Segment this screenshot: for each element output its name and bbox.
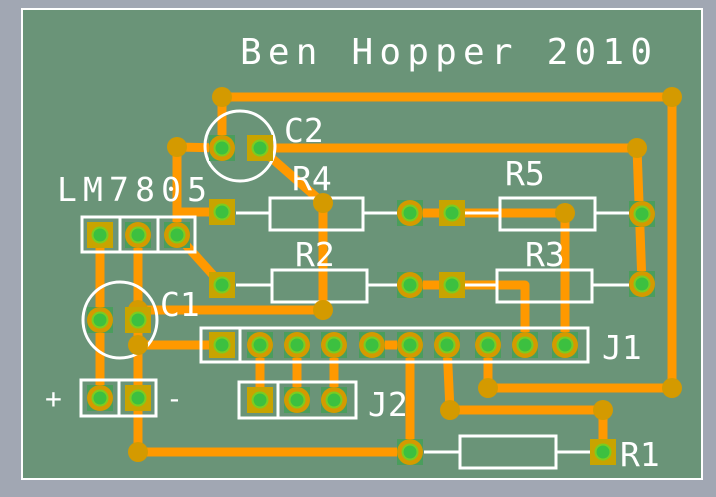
via xyxy=(167,137,187,157)
label-c2: C2 xyxy=(284,111,324,150)
round-pad xyxy=(397,332,423,358)
square-pad xyxy=(439,200,465,226)
r2-outline xyxy=(236,268,398,304)
r1-outline xyxy=(424,434,590,470)
label-r3: R3 xyxy=(525,235,565,274)
label-j2: J2 xyxy=(368,385,408,424)
round-pad xyxy=(125,222,151,248)
square-pad xyxy=(87,222,113,248)
round-pad xyxy=(434,332,460,358)
pads xyxy=(87,87,682,465)
j2-outline xyxy=(237,380,358,420)
label-c1: C1 xyxy=(160,285,200,324)
j1-outline xyxy=(199,326,590,364)
square-pad xyxy=(125,307,151,333)
board-title: Ben Hopper 2010 xyxy=(240,32,652,73)
round-pad xyxy=(475,332,501,358)
via xyxy=(478,378,498,398)
via xyxy=(440,400,460,420)
square-pad xyxy=(247,135,273,161)
label-r2: R2 xyxy=(295,235,335,274)
round-pad xyxy=(209,135,235,161)
square-pad xyxy=(439,272,465,298)
via xyxy=(555,203,575,223)
square-pad xyxy=(125,385,151,411)
round-pad xyxy=(284,332,310,358)
c1-outline xyxy=(81,280,159,360)
silkscreen xyxy=(79,109,630,470)
round-pad xyxy=(512,332,538,358)
via xyxy=(593,400,613,420)
via xyxy=(627,138,647,158)
trace xyxy=(442,340,608,457)
via xyxy=(128,442,148,462)
via xyxy=(128,335,148,355)
round-pad xyxy=(397,439,423,465)
round-pad xyxy=(397,200,423,226)
r5-outline xyxy=(465,196,630,232)
square-pad xyxy=(209,199,235,225)
round-pad xyxy=(87,307,113,333)
square-pad xyxy=(247,387,273,413)
label-minus: - xyxy=(166,382,183,415)
round-pad xyxy=(629,201,655,227)
round-pad xyxy=(552,332,578,358)
label-r4: R4 xyxy=(292,159,332,198)
round-pad xyxy=(321,332,347,358)
via xyxy=(313,193,333,213)
round-pad xyxy=(247,332,273,358)
square-pad xyxy=(209,272,235,298)
lm7805-outline xyxy=(80,215,197,254)
square-pad xyxy=(209,332,235,358)
label-r5: R5 xyxy=(505,154,545,193)
round-pad xyxy=(87,385,113,411)
via xyxy=(212,87,232,107)
round-pad xyxy=(321,387,347,413)
label-r1: R1 xyxy=(620,435,660,474)
round-pad xyxy=(164,222,190,248)
via xyxy=(662,87,682,107)
label-plus: + xyxy=(45,382,62,415)
via xyxy=(313,300,333,320)
r3-outline xyxy=(465,268,630,304)
square-pad xyxy=(590,439,616,465)
via xyxy=(662,378,682,398)
round-pad xyxy=(284,387,310,413)
round-pad xyxy=(359,332,385,358)
round-pad xyxy=(397,272,423,298)
c2-outline xyxy=(203,109,277,183)
label-j1: J1 xyxy=(602,328,642,367)
round-pad xyxy=(629,271,655,297)
